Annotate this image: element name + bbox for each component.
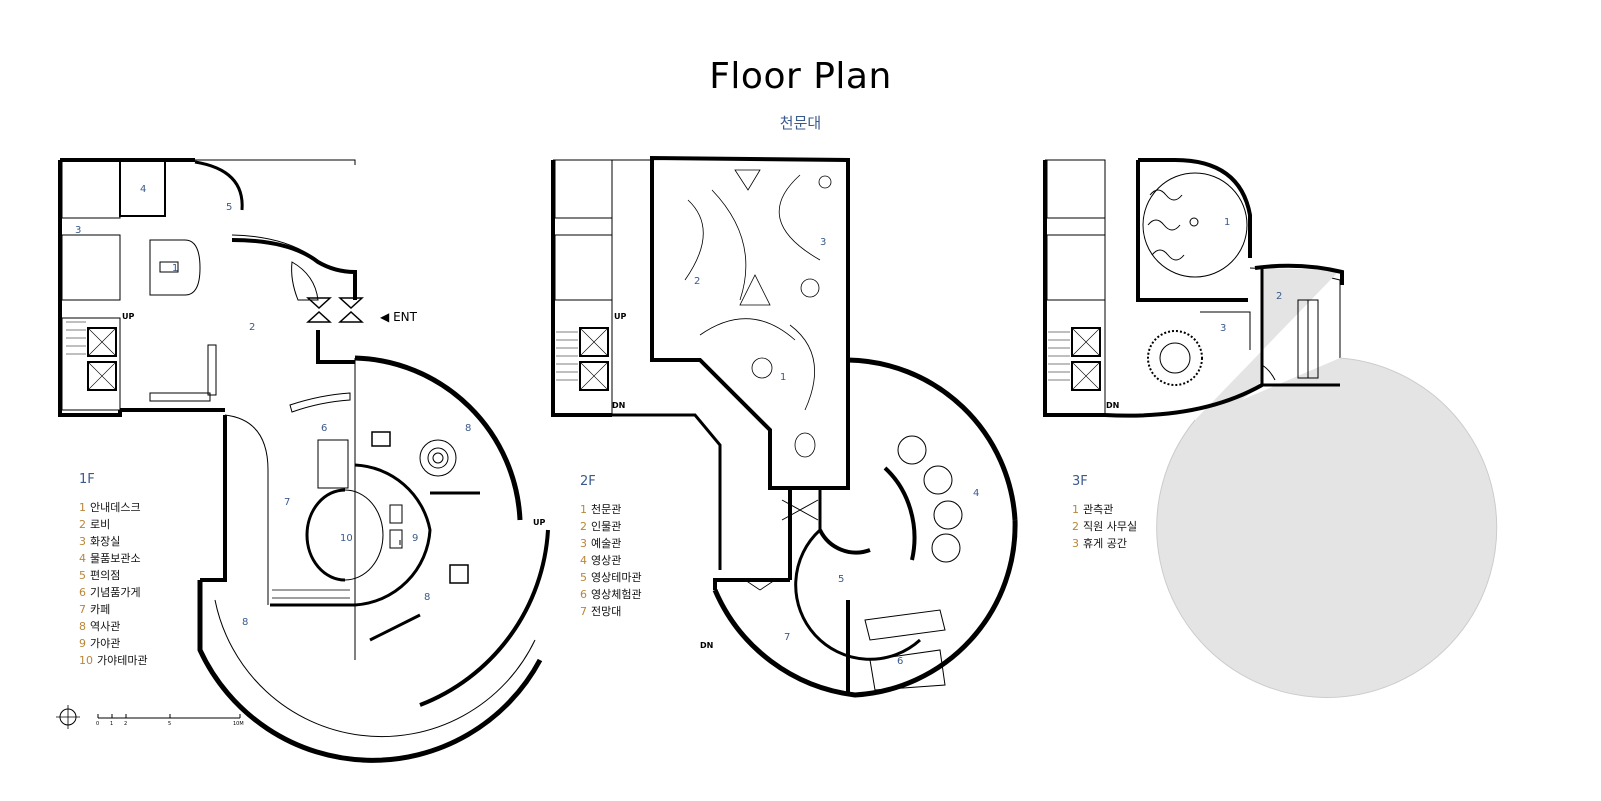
floor-3f-plan: [1043, 158, 1498, 698]
room-number-2f-6: 6: [897, 656, 904, 667]
room-number-3f-3: 3: [1220, 323, 1227, 334]
stair-up-label-2f: UP: [614, 312, 627, 321]
room-number-1f-3: 3: [75, 225, 82, 236]
floor-label-3f: 3F: [1072, 474, 1088, 489]
room-number-2f-3: 3: [820, 237, 827, 248]
stair-down-label-2f-rotunda: DN: [700, 641, 714, 650]
scale-tick-label: 2: [124, 721, 128, 727]
scale-tick-label: 10M: [233, 721, 244, 727]
room-number-1f-8b: 8: [424, 592, 431, 603]
floor-2f-plan: [551, 155, 1018, 698]
floor-1f-plan: [58, 158, 550, 763]
entrance-arrow-icon: ◀: [380, 310, 390, 324]
scale-bar: [56, 705, 241, 729]
page-subtitle: 천문대: [779, 114, 822, 132]
room-number-3f-2: 2: [1276, 291, 1283, 302]
page-title: Floor Plan: [709, 56, 892, 97]
room-number-2f-5: 5: [838, 574, 845, 585]
scale-tick-label: 1: [110, 721, 114, 727]
room-number-2f-1: 1: [780, 372, 787, 383]
room-number-2f-4: 4: [973, 488, 980, 499]
room-number-2f-2: 2: [694, 276, 701, 287]
room-number-1f-8c: 8: [242, 617, 249, 628]
entrance-marker: ◀ ENT: [380, 310, 417, 324]
room-number-1f-9: 9: [412, 533, 419, 544]
stair-down-label-2f: DN: [612, 401, 626, 410]
floor-label-1f: 1F: [79, 472, 95, 487]
room-number-1f-2: 2: [249, 322, 256, 333]
scale-tick-label: 0: [96, 721, 100, 727]
room-number-1f-1: 1: [172, 263, 179, 274]
room-number-1f-10: 10: [340, 533, 353, 544]
room-number-2f-7: 7: [784, 632, 791, 643]
room-number-1f-7: 7: [284, 497, 291, 508]
room-number-1f-8a: 8: [465, 423, 472, 434]
room-number-1f-5: 5: [226, 202, 233, 213]
stair-up-label-1f-rotunda: UP: [533, 518, 546, 527]
entrance-label: ENT: [393, 310, 417, 324]
stair-up-label-1f: UP: [122, 312, 135, 321]
room-number-1f-6: 6: [321, 423, 328, 434]
room-number-3f-1: 1: [1224, 217, 1231, 228]
floor-label-2f: 2F: [580, 474, 596, 489]
scale-tick-label: 5: [168, 721, 172, 727]
room-number-1f-4: 4: [140, 184, 147, 195]
stair-down-label-3f: DN: [1106, 401, 1120, 410]
